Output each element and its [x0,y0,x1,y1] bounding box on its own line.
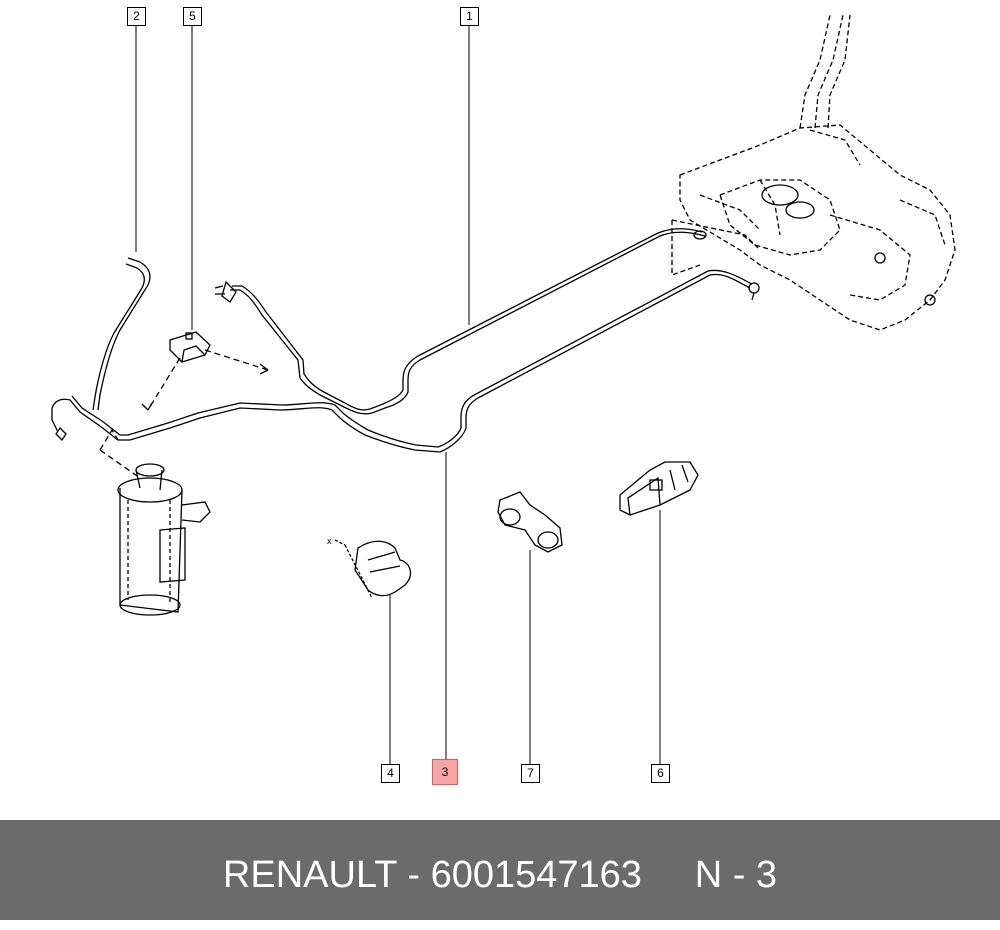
pipe-1 [230,231,706,415]
tank-pump-module [761,184,936,306]
position-label: N - 3 [694,854,778,896]
callout-6: 6 [651,764,670,783]
callout-5: 5 [183,7,202,26]
brand-name: RENAULT [222,854,397,896]
hose-2 [97,257,151,411]
callout-2: 2 [127,7,146,26]
small-marker-x: x [327,536,332,546]
clip-5 [169,331,211,363]
part-number: 6001547163 [430,854,642,896]
clip-7 [497,491,563,553]
footer-bar: RENAULT - 6001547163 N - 3 [0,820,1000,920]
pipe-3 [51,273,751,453]
exploded-parts-diagram: x [51,14,956,765]
callout-7: 7 [521,764,540,783]
clip-6 [619,461,699,516]
charcoal-canister [117,463,211,616]
footer-caption: RENAULT - 6001547163 N - 3 [0,820,1000,920]
clip-4 [334,539,412,599]
callout-3-highlighted: 3 [432,759,458,785]
fuel-tank [679,14,956,331]
callout-1: 1 [460,7,479,26]
callout-4: 4 [381,764,400,783]
footer-separator: - [407,854,420,896]
